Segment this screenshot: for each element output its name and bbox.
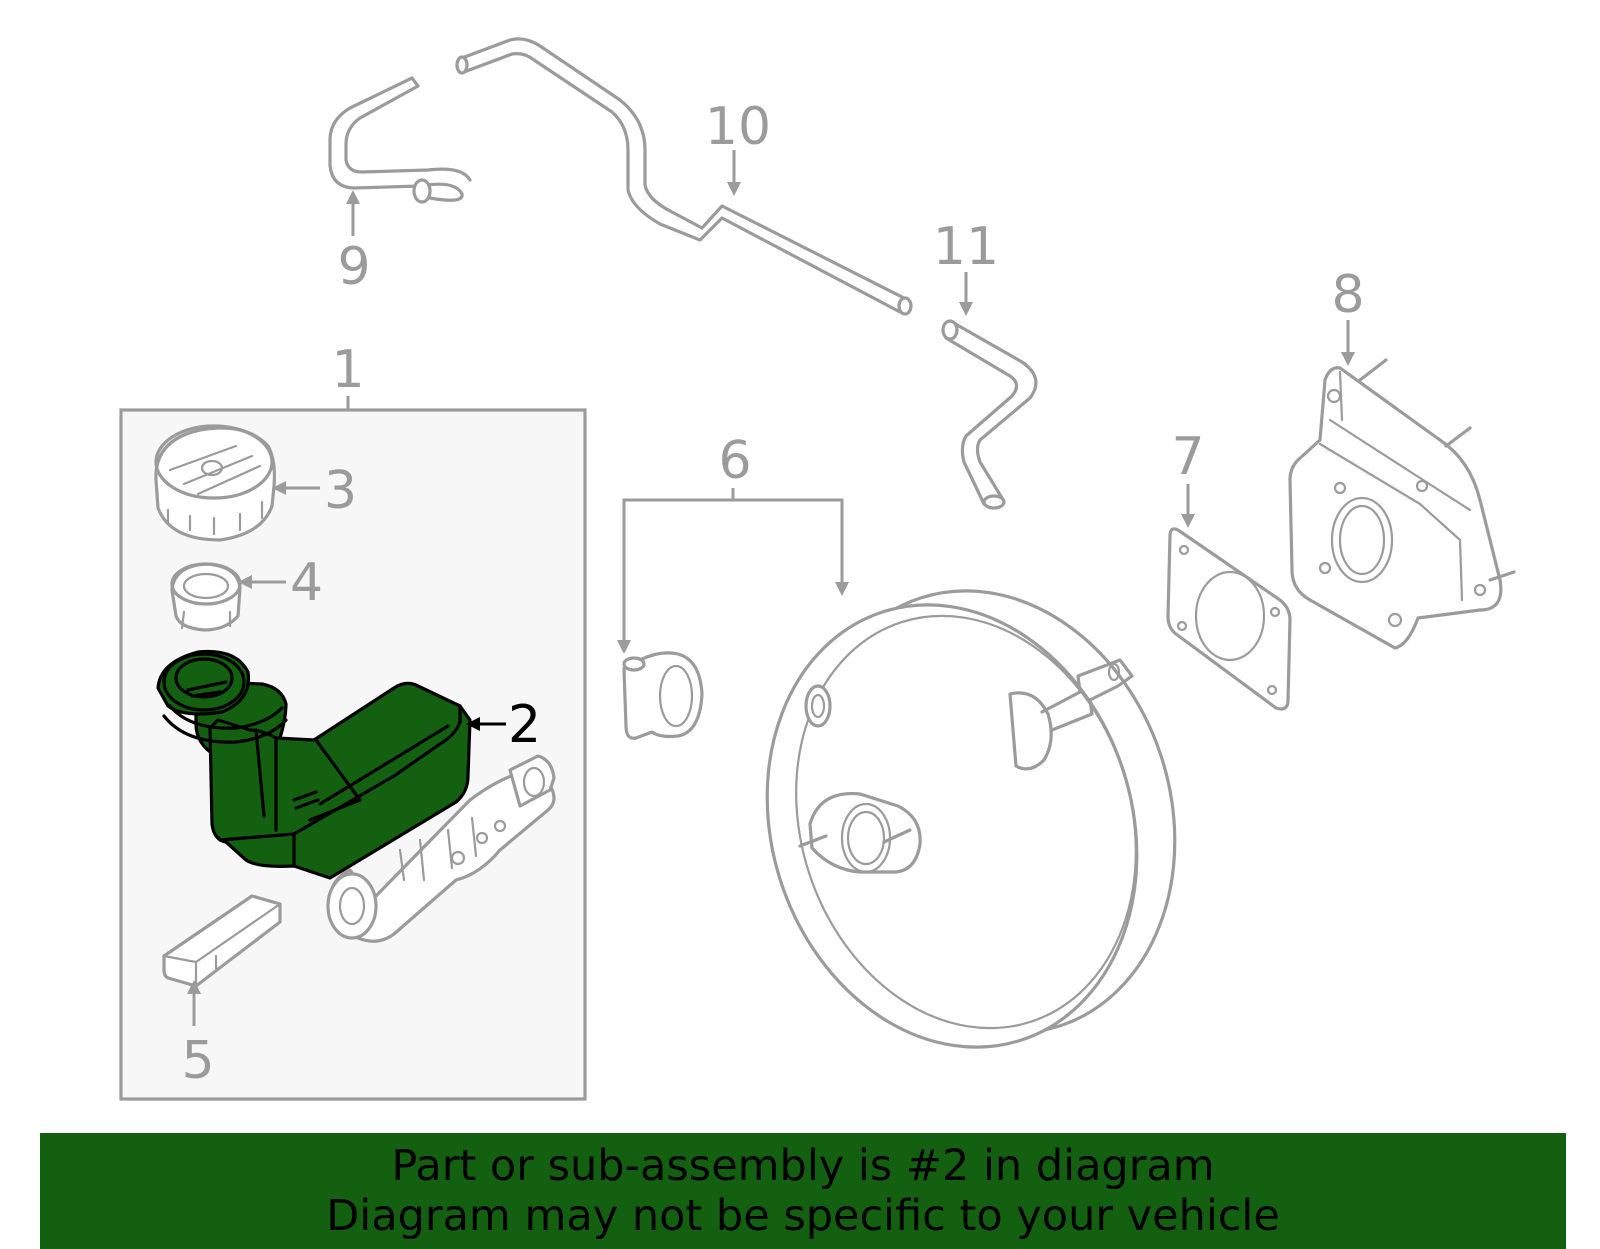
part-5-sensor[interactable] [162, 894, 282, 988]
callout-4: 4 [290, 553, 323, 613]
callout-11: 11 [933, 217, 999, 277]
part-11-hose[interactable] [941, 319, 1038, 510]
part-2-reservoir[interactable] [156, 649, 472, 880]
part-8-bracket[interactable] [1288, 358, 1516, 650]
part-6-check-valve[interactable] [622, 651, 704, 740]
part-10-pipe[interactable] [455, 37, 913, 316]
part-4-strainer[interactable] [170, 562, 242, 632]
callout-10: 10 [705, 97, 771, 157]
banner-line-2: Diagram may not be specific to your vehi… [326, 1191, 1280, 1241]
banner-background [40, 1133, 1566, 1249]
info-banner: Part or sub-assembly is #2 in diagram Di… [40, 1133, 1566, 1249]
part-3-cap[interactable] [154, 424, 276, 542]
callout-7: 7 [1171, 427, 1204, 487]
callout-1: 1 [331, 340, 364, 400]
callout-5: 5 [181, 1031, 214, 1091]
part-7-gasket[interactable] [1166, 527, 1292, 711]
master-cylinder[interactable] [326, 754, 556, 943]
callout-9: 9 [337, 237, 370, 297]
callout-2: 2 [508, 695, 541, 755]
part-9-hose[interactable] [328, 76, 472, 204]
callout-6: 6 [718, 431, 751, 491]
callout-leaders [187, 150, 1355, 1026]
callout-8: 8 [1331, 265, 1364, 325]
part-6-brake-booster[interactable] [711, 542, 1230, 1095]
banner-line-1: Part or sub-assembly is #2 in diagram [391, 1141, 1215, 1191]
callout-3: 3 [324, 461, 357, 521]
